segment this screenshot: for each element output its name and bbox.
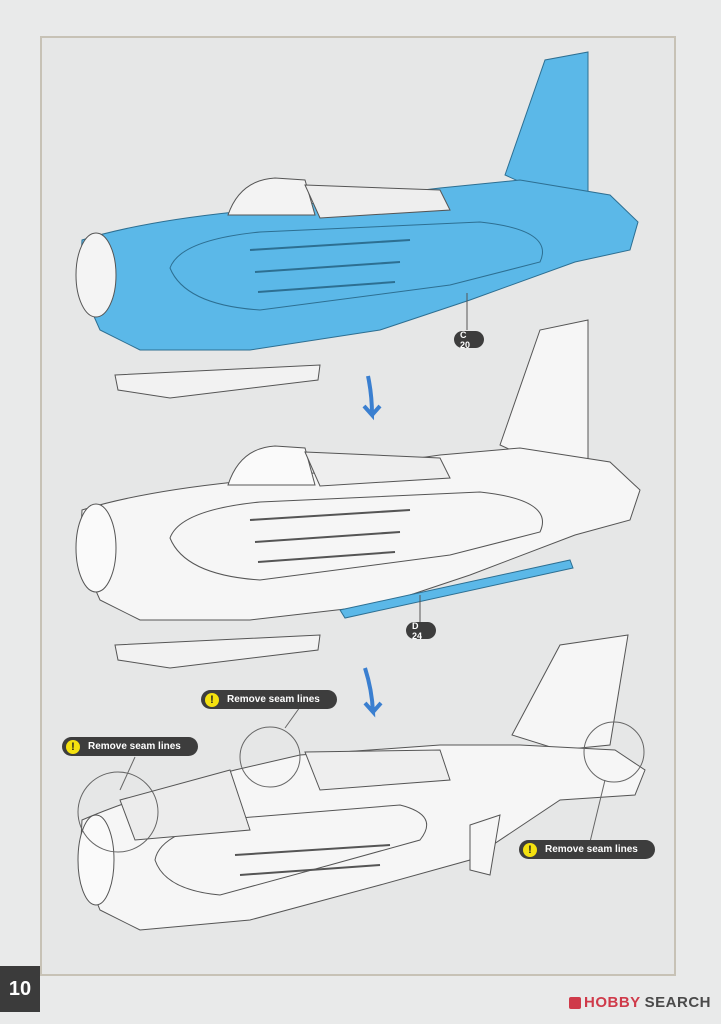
brand-logo-icon [568, 996, 581, 1009]
remove-seam-callout-right: ! Remove seam lines [519, 840, 655, 859]
watermark: HOBBY SEARCH [568, 994, 711, 1011]
remove-seam-callout-left: ! Remove seam lines [62, 737, 198, 756]
plane-step-2 [75, 319, 641, 669]
plane-step-1 [75, 51, 639, 399]
callout-text: Remove seam lines [88, 741, 181, 752]
callout-text: Remove seam lines [227, 694, 320, 705]
remove-seam-callout-top: ! Remove seam lines [201, 690, 337, 709]
part-number-d24: D 24 [406, 621, 436, 641]
warning-icon: ! [66, 739, 80, 754]
plane-step-3 [77, 634, 646, 931]
warning-icon: ! [523, 842, 537, 857]
page-number: 10 [0, 966, 40, 1012]
callout-text: Remove seam lines [545, 844, 638, 855]
step-arrow-1 [362, 375, 382, 421]
warning-icon: ! [205, 692, 219, 707]
watermark-brand-prefix: HOBBY [583, 994, 641, 1011]
watermark-brand-suffix: SEARCH [644, 994, 711, 1011]
part-number-c20: C 20 [454, 330, 484, 350]
step-arrow-2 [363, 667, 383, 718]
